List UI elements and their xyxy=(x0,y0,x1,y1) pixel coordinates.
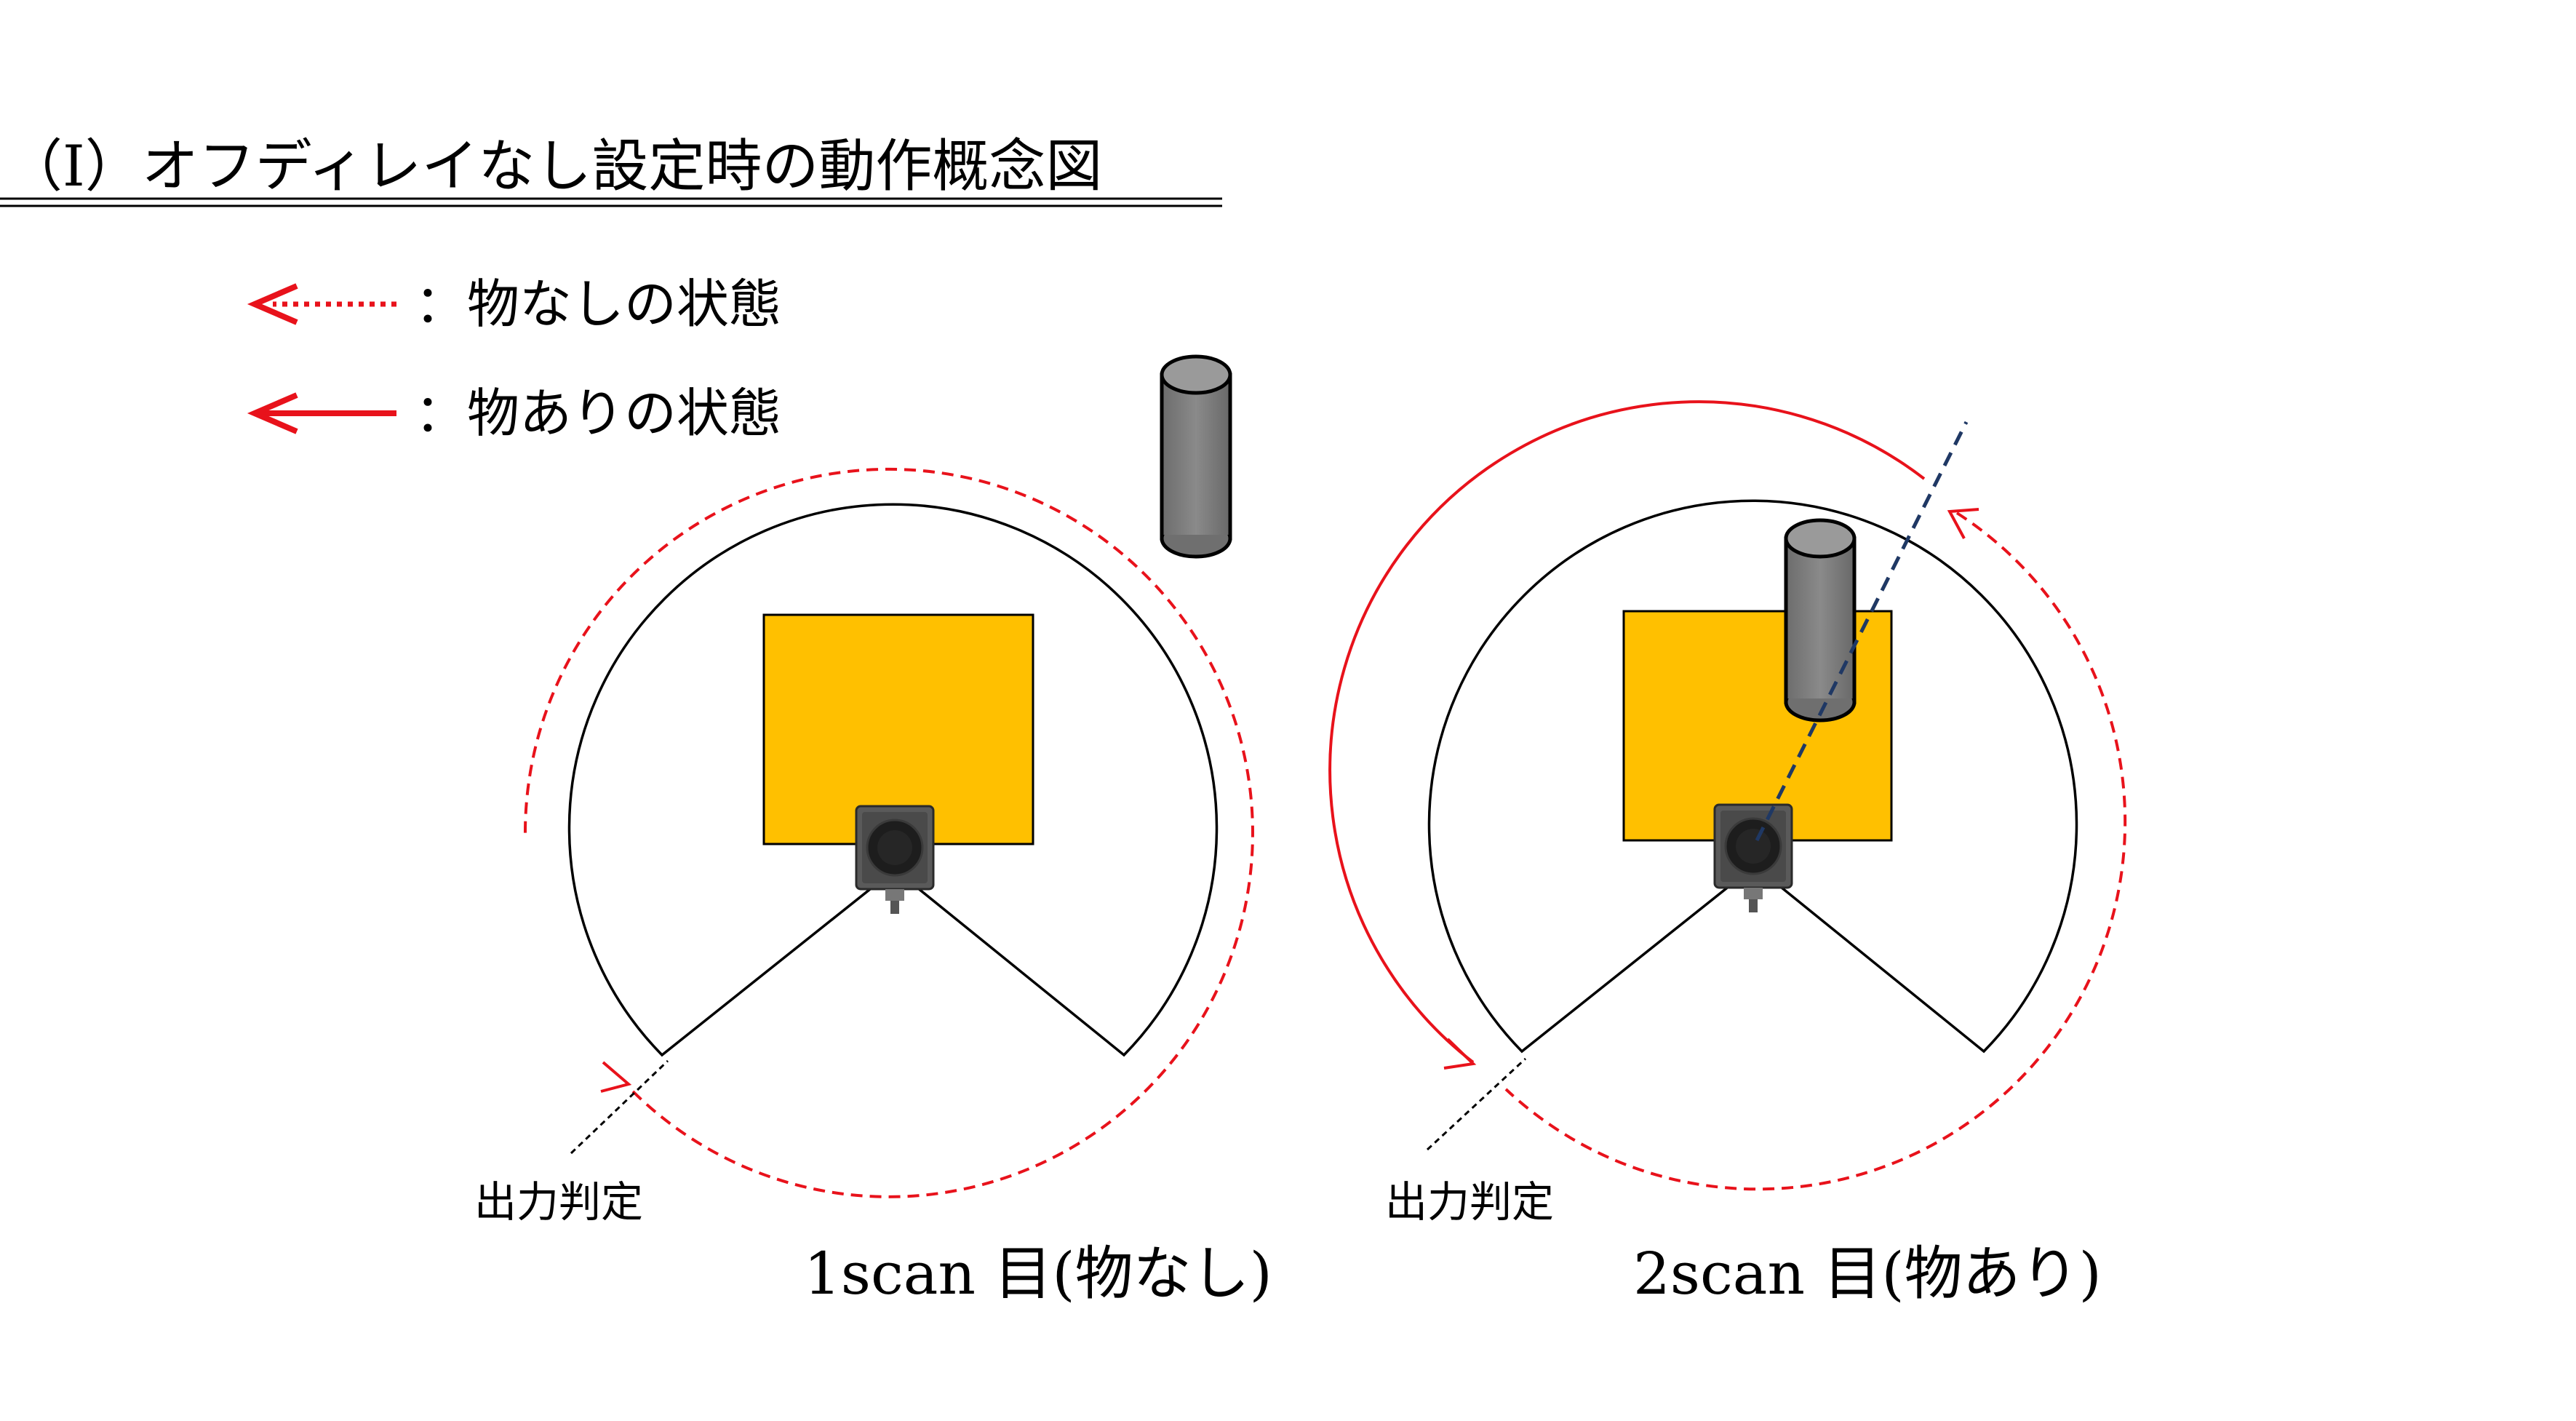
legend-label-object-present: ：物ありの状態 xyxy=(415,383,781,444)
sensor-icon xyxy=(1713,803,1793,914)
scan-caption: 1scan 目(物なし) xyxy=(804,1240,1272,1307)
output-label: 出力判定 xyxy=(474,1177,643,1227)
panel-1: 出力判定 1scan 目(物なし) xyxy=(474,354,1272,1307)
output-decision-line xyxy=(570,1059,669,1155)
scan-arc-arrow-head-icon xyxy=(1947,508,1979,539)
scan-caption: 2scan 目(物あり) xyxy=(1633,1240,2102,1307)
scan-arc-present-arrow-head-icon xyxy=(1443,1038,1477,1070)
output-decision-line xyxy=(1426,1057,1527,1151)
output-label: 出力判定 xyxy=(1385,1177,1554,1227)
scan-arc-object-present xyxy=(1328,400,1926,1064)
sensor-icon xyxy=(855,805,935,915)
dotted-arrow-head-icon xyxy=(247,283,298,325)
scan-arc-arrow-head-icon xyxy=(600,1061,632,1093)
legend-label-no-object: ：物なしの状態 xyxy=(415,274,781,335)
beam-line xyxy=(1755,421,1969,842)
panel-2: 出力判定 2scan 目(物あり) xyxy=(1328,400,2127,1307)
solid-arrow-head-icon xyxy=(247,392,298,434)
legend-no-object: ：物なしの状態 xyxy=(247,274,781,335)
legend-object-present: ：物ありの状態 xyxy=(247,383,781,444)
object-cylinder xyxy=(1160,354,1232,559)
page-title: （Ⅰ）オフディレイなし設定時の動作概念図 xyxy=(6,134,1102,199)
scan-arc-no-object xyxy=(523,467,1254,1198)
object-cylinder xyxy=(1784,518,1857,723)
scan-arc-no-object xyxy=(1504,512,2127,1191)
